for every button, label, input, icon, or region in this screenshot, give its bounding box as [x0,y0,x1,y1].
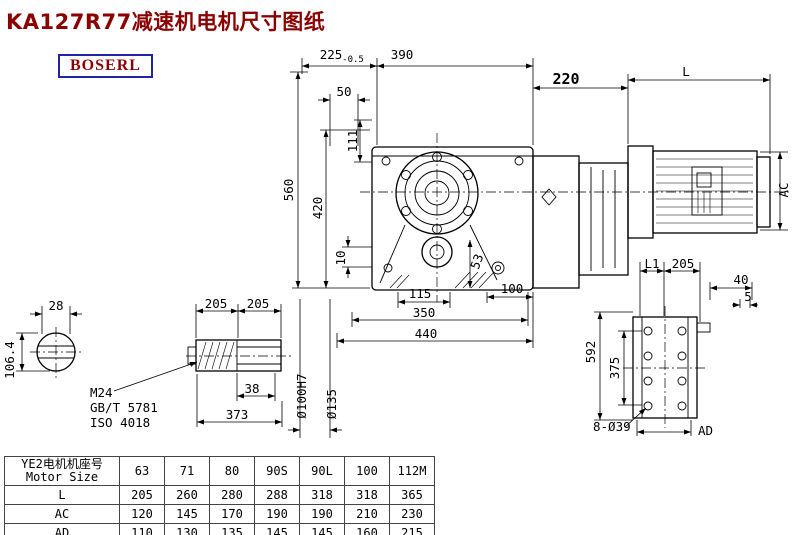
dim-L1: L1 [644,256,659,271]
size-80: 80 [209,456,255,486]
dim-350: 350 [413,305,436,320]
cell-L-3: 288 [254,485,300,505]
size-71: 71 [164,456,210,486]
dim-440: 440 [415,326,438,341]
dim-205-a: 205 [205,296,228,311]
cell-AD-3: 145 [254,523,300,535]
dim-AD: AD [698,423,713,438]
table-row-AC: AC 120 145 170 190 190 210 230 [4,504,435,524]
dim-106-4: 106.4 [2,341,17,379]
size-63: 63 [119,456,165,486]
table-row-L: L 205 260 280 288 318 318 365 [4,485,435,505]
dim-205-c: 205 [672,256,695,271]
page-title: KA127R77减速机电机尺寸图纸 [6,10,326,34]
dim-8-holes: 8-Ø39 [593,419,631,434]
size-90s: 90S [254,456,300,486]
dimension-labels: 225 -0.5 390 220 L 50 111 560 420 10 115… [2,47,791,438]
row-label-L: L [4,485,120,505]
dimension-lines [19,63,783,435]
cell-AC-1: 145 [164,504,210,524]
dim-38: 38 [244,381,259,396]
cell-AD-2: 135 [209,523,255,535]
cell-AD-5: 160 [344,523,390,535]
shaft-end-view [36,332,76,372]
label-gbt-5781: GB/T 5781 [90,400,158,415]
gearbox-front-view [371,146,534,291]
motor-fins [656,158,753,224]
cell-AD-1: 130 [164,523,210,535]
dim-5: 5 [744,289,752,304]
row-label-AC: AC [4,504,120,524]
dim-50: 50 [336,84,351,99]
dim-L: L [682,64,690,79]
cell-AD-0: 110 [119,523,165,535]
dim-d135: Ø135 [324,389,339,419]
size-112m: 112M [389,456,435,486]
dim-390: 390 [391,47,414,62]
dim-d100h7: Ø100H7 [294,373,309,418]
extension-lines [16,58,788,438]
label-iso-4018: ISO 4018 [90,415,150,430]
dim-375: 375 [607,357,622,380]
size-90l: 90L [299,456,345,486]
dim-100: 100 [501,281,524,296]
cell-L-6: 365 [389,485,435,505]
dim-560: 560 [281,179,296,202]
brand-logo: BOSERL [58,54,153,78]
cell-AC-5: 210 [344,504,390,524]
header-cn: YE2电机机座号 [21,457,103,471]
dim-592: 592 [583,341,598,364]
cell-AC-4: 190 [299,504,345,524]
cell-AC-6: 230 [389,504,435,524]
header-en: Motor Size [25,470,99,484]
dim-225-tolerance: -0.5 [342,55,364,65]
motor [627,145,771,239]
cell-L-0: 205 [119,485,165,505]
dim-10: 10 [333,250,348,265]
dim-53: 53 [467,252,486,271]
motor-size-table: YE2电机机座号 Motor Size 63 71 80 90S 90L 100… [4,456,435,535]
cell-L-5: 318 [344,485,390,505]
row-label-AD: AD [4,523,120,535]
table-header-row: YE2电机机座号 Motor Size 63 71 80 90S 90L 100… [4,456,435,486]
dim-205-b: 205 [247,296,270,311]
dim-420: 420 [310,197,325,220]
table-row-AD: AD 110 130 135 145 145 160 215 [4,523,435,535]
dim-AC: AC [776,182,791,197]
centerlines [30,133,792,428]
dim-115: 115 [409,286,432,301]
dim-225: 225 [320,47,343,62]
cell-AC-0: 120 [119,504,165,524]
shaft-detail [187,339,282,372]
cell-AD-6: 215 [389,523,435,535]
dim-111: 111 [345,130,360,153]
label-m24: M24 [90,385,113,400]
motor-adapter [532,155,629,289]
cell-L-1: 260 [164,485,210,505]
cell-AD-4: 145 [299,523,345,535]
dim-220: 220 [552,70,579,88]
thread-hatch [197,341,235,370]
flange-side-view [632,316,711,419]
size-100: 100 [344,456,390,486]
cell-AC-2: 170 [209,504,255,524]
corner-hatch [389,271,495,289]
table-header-motor-size: YE2电机机座号 Motor Size [4,456,120,486]
cell-L-4: 318 [299,485,345,505]
cell-L-2: 280 [209,485,255,505]
dim-373: 373 [226,407,249,422]
cell-AC-3: 190 [254,504,300,524]
dim-28: 28 [48,298,63,313]
dim-40: 40 [733,272,748,287]
